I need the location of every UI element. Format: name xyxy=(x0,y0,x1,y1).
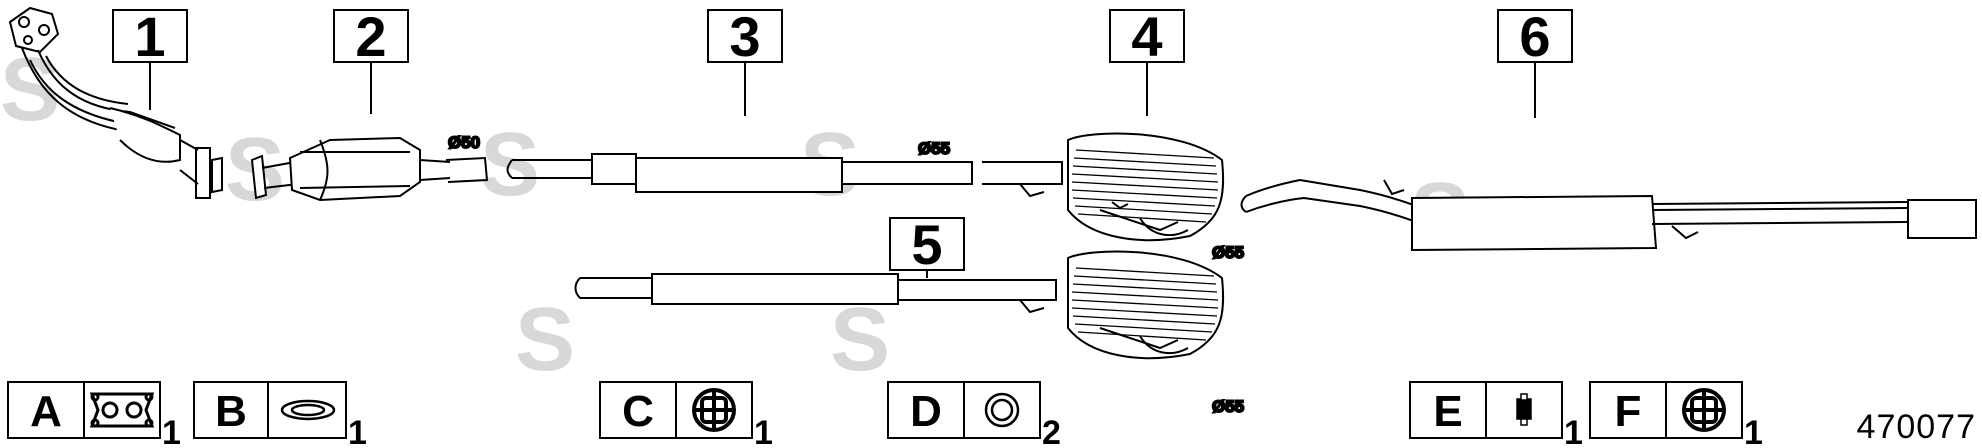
part-4-centre-silencer: Ø55 xyxy=(982,132,1245,263)
flange-gasket-icon xyxy=(89,392,155,428)
part-5-centre-pipe-with-silencer: Ø55 xyxy=(574,250,1245,417)
kit-e-quantity: 1 xyxy=(1564,414,1583,448)
watermark: S xyxy=(830,290,890,390)
kit-f-letter: F xyxy=(1615,387,1642,436)
kit-f: F 1 xyxy=(1589,381,1763,448)
part-4-diameter-label: Ø55 xyxy=(1212,243,1244,262)
kit-d: D 2 xyxy=(887,381,1061,448)
callout-5-number: 5 xyxy=(911,213,942,276)
watermark: S xyxy=(515,290,575,390)
part-6-rear-silencer xyxy=(1240,178,1977,252)
kit-a-letter: A xyxy=(30,387,62,436)
kit-d-quantity: 2 xyxy=(1042,414,1061,448)
callout-6-number: 6 xyxy=(1519,5,1550,68)
kit-f-quantity: 1 xyxy=(1744,414,1763,448)
callout-6: 6 xyxy=(1497,5,1573,118)
rubber-hanger-icon xyxy=(1682,388,1726,432)
rubber-hanger-icon xyxy=(692,388,736,432)
ring-gasket-icon xyxy=(280,399,336,421)
callout-4: 4 xyxy=(1109,5,1185,116)
kit-c: C 1 xyxy=(599,381,773,448)
kit-a-quantity: 1 xyxy=(162,414,181,448)
callout-5: 5 xyxy=(889,213,965,278)
part-1-front-downpipe xyxy=(8,6,223,199)
part-4-ribs xyxy=(1071,149,1219,223)
watermark: S xyxy=(480,115,540,215)
part-2-catalytic-converter: Ø50 xyxy=(250,132,489,202)
watermark-group: S S S S S S S xyxy=(0,40,1470,390)
callout-1-number: 1 xyxy=(134,5,165,68)
part-5-diameter-label: Ø55 xyxy=(1212,397,1244,416)
kit-b-letter: B xyxy=(215,387,247,436)
kit-e: E 1 xyxy=(1409,381,1583,448)
part-callouts: 1 2 3 4 5 6 xyxy=(112,5,1573,278)
callout-4-number: 4 xyxy=(1131,5,1162,68)
callout-3: 3 xyxy=(707,5,783,116)
callout-3-number: 3 xyxy=(729,5,760,68)
kit-b-quantity: 1 xyxy=(348,414,367,448)
o-ring-icon xyxy=(984,392,1020,428)
rubber-mount-icon xyxy=(1516,393,1532,426)
kit-b: B 1 xyxy=(193,381,367,448)
part-2-diameter-label: Ø50 xyxy=(448,133,480,152)
callout-2: 2 xyxy=(333,5,409,114)
kit-c-quantity: 1 xyxy=(754,414,773,448)
fitting-kits: A 1 B 1 C xyxy=(7,381,1763,448)
callout-1: 1 xyxy=(112,5,188,110)
part-5-ribs xyxy=(1071,267,1219,341)
kit-d-letter: D xyxy=(910,387,942,436)
part-3-diameter-label: Ø55 xyxy=(918,139,950,158)
callout-2-number: 2 xyxy=(355,5,386,68)
kit-e-letter: E xyxy=(1433,387,1462,436)
part-3-intermediate-pipe: Ø55 xyxy=(506,138,973,193)
kit-c-letter: C xyxy=(622,387,654,436)
diagram-code: 470077 xyxy=(1857,408,1976,446)
kit-a: A 1 xyxy=(7,381,181,448)
